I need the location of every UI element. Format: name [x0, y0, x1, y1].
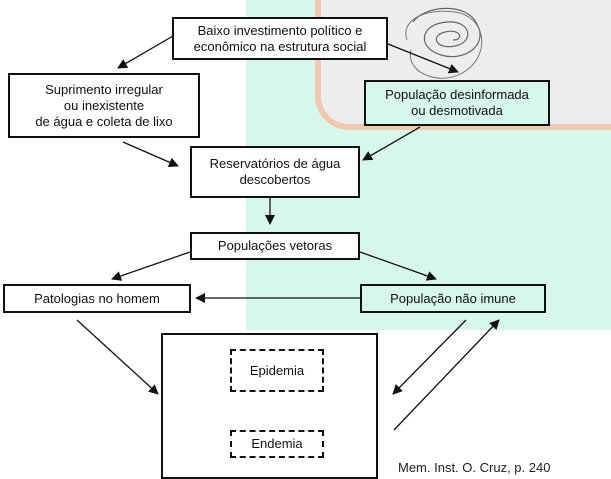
arrow-supply-to-reservoirs [122, 141, 179, 167]
node-uncovered-reservoirs: Reservatórios de água descobertos [190, 146, 360, 198]
scribble-doodle [405, 7, 483, 79]
arrow-nonimmune-to-epidemic-box [392, 319, 467, 395]
node-human-pathologies: Patologias no homem [3, 284, 191, 313]
epidemic-endemic-container [161, 333, 378, 479]
arrow-vectors-to-pathologies [111, 251, 191, 281]
node-low-investment: Baixo investimento político e econômico … [172, 17, 388, 60]
source-caption: Mem. Inst. O. Cruz, p. 240 [398, 460, 551, 475]
node-vector-populations: Populações vetoras [190, 232, 360, 260]
node-uninformed-population: População desinformada ou desmotivada [364, 80, 550, 126]
arrow-epidemic-box-to-nonimmune [393, 319, 500, 431]
arrow-investment-to-supply [117, 35, 174, 69]
node-epidemic: Epidemia [230, 349, 324, 392]
node-non-immune-population: População não imune [360, 284, 546, 313]
node-irregular-supply: Suprimento irregular ou inexistente de á… [8, 73, 200, 138]
node-endemic: Endemia [230, 430, 324, 458]
arrow-pathologies-to-epidemic-box [76, 319, 159, 395]
